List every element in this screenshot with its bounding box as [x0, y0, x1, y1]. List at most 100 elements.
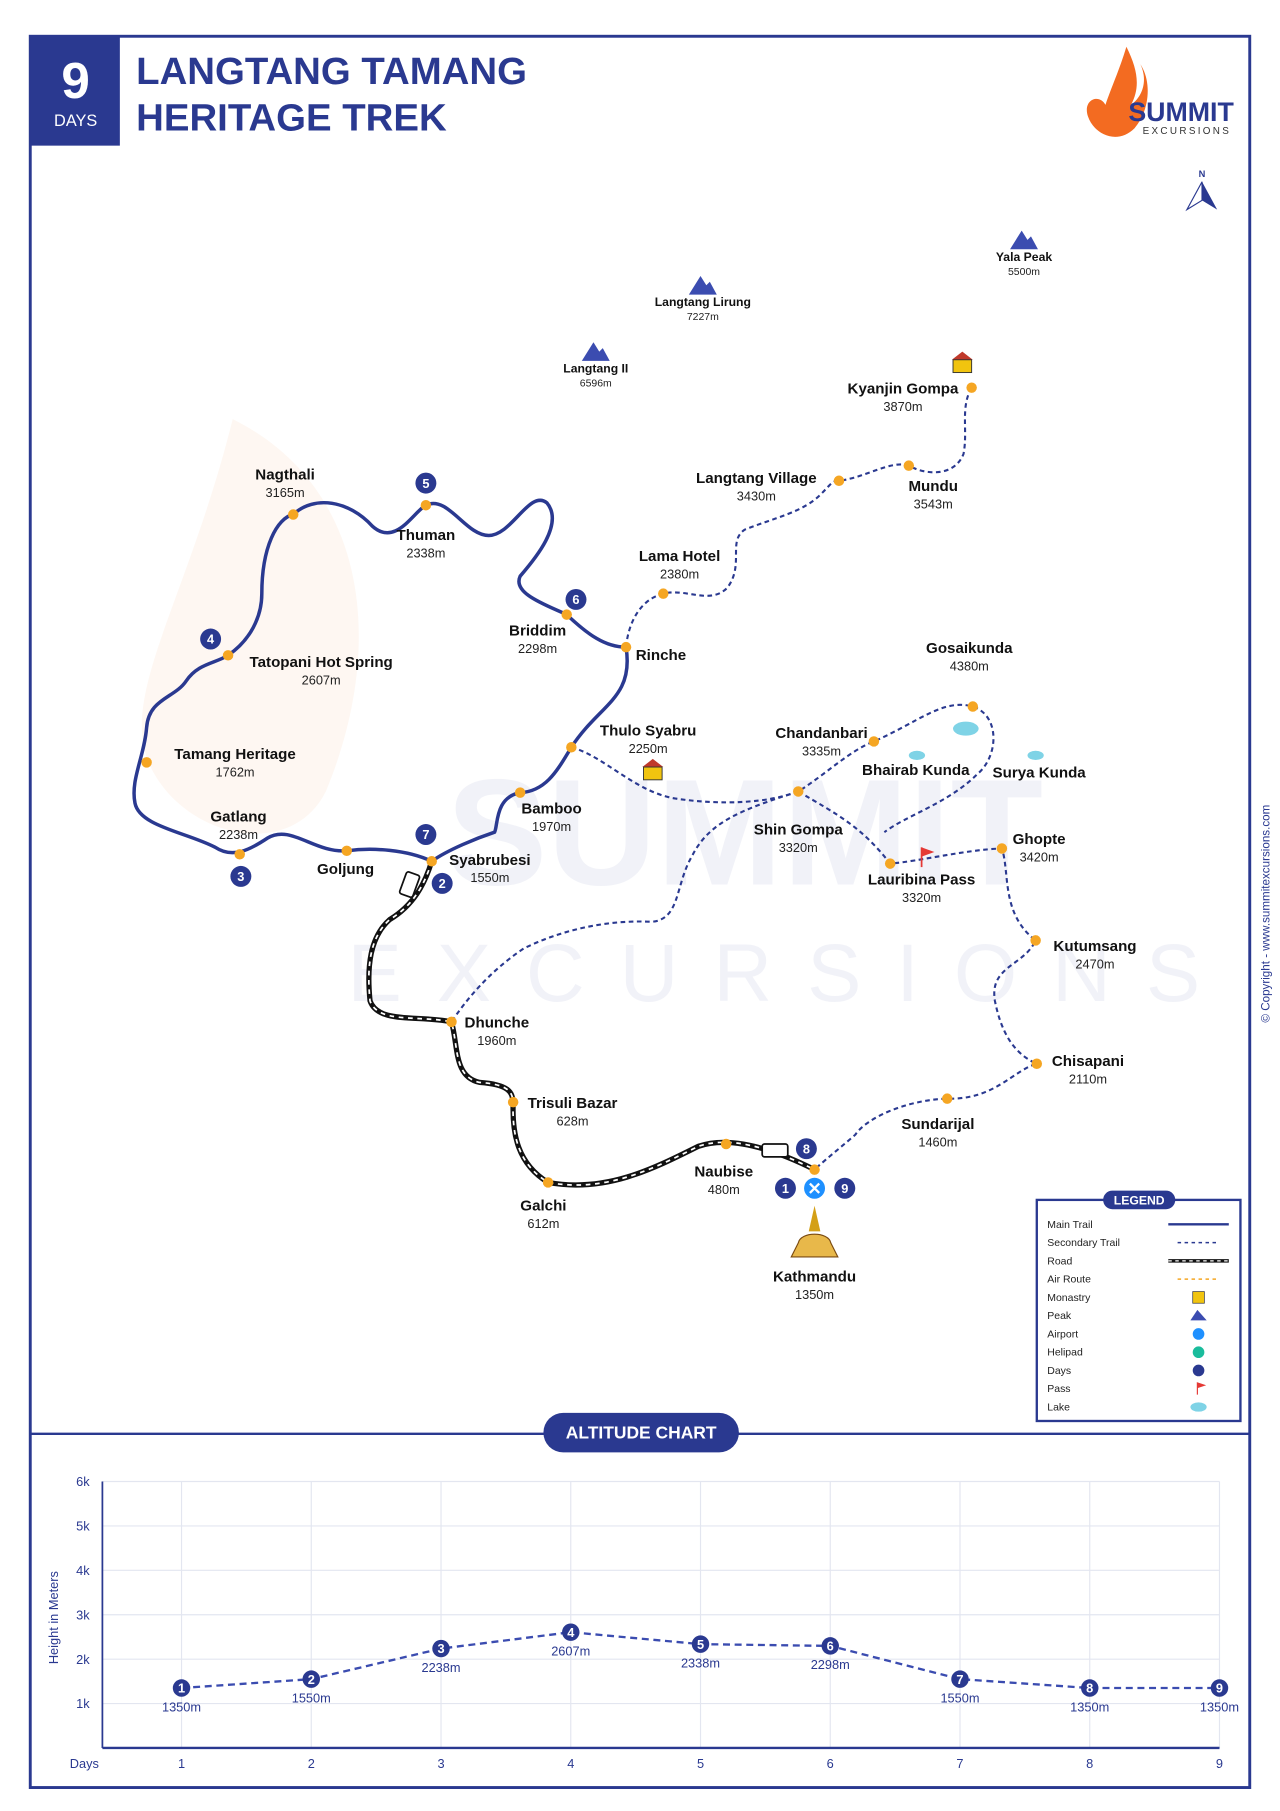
stop-marker[interactable] — [288, 509, 299, 520]
stop-marker[interactable] — [420, 499, 432, 511]
helipad-icon — [1192, 1346, 1205, 1359]
stop-marker[interactable] — [966, 382, 977, 393]
stop-marker[interactable] — [967, 701, 979, 712]
data-point-day: 1 — [178, 1681, 185, 1696]
stop-marker[interactable] — [720, 1138, 732, 1150]
stop-marker[interactable] — [996, 843, 1008, 854]
legend-item-days: Days — [1047, 1364, 1205, 1377]
peak-altitude: 6596m — [580, 379, 612, 390]
altitude-point-day-1: 1 1350m — [162, 1679, 201, 1714]
svg-text:N: N — [1199, 169, 1206, 179]
stop-marker[interactable] — [903, 460, 915, 471]
stop-marker[interactable] — [868, 736, 880, 747]
stop-marker[interactable] — [514, 787, 526, 798]
title-line-2: HERITAGE TREK — [136, 97, 447, 140]
stop-marker[interactable] — [884, 858, 896, 869]
day-circle-icon — [230, 865, 252, 887]
place-name: Ghopte — [1013, 831, 1066, 848]
stop-marker[interactable] — [426, 856, 437, 867]
data-point-day: 2 — [308, 1672, 315, 1687]
data-point-day: 5 — [697, 1637, 704, 1652]
day-number: 7 — [422, 827, 429, 842]
stop-marker[interactable] — [446, 1016, 457, 1028]
peak-name: Yala Peak — [996, 250, 1053, 264]
place-altitude: 1550m — [470, 870, 509, 885]
place-altitude: 2470m — [1075, 956, 1114, 971]
stop-marker[interactable] — [234, 849, 245, 860]
stop-marker[interactable] — [566, 742, 577, 753]
svg-text:EXCURSIONS: EXCURSIONS — [1143, 126, 1232, 137]
stop-marker[interactable] — [341, 845, 352, 857]
stop-marker[interactable] — [793, 786, 804, 797]
stop-marker[interactable] — [507, 1096, 519, 1108]
stop-marker[interactable] — [561, 609, 572, 620]
stop-marker[interactable] — [1030, 935, 1041, 946]
stop-marker[interactable] — [809, 1164, 820, 1175]
day-number: 3 — [237, 869, 244, 884]
watermark: SUMMIT EXCURSIONS — [141, 419, 1200, 1019]
place-surya-kunda[interactable]: Surya Kunda — [993, 765, 1087, 782]
place-bhairab-kunda[interactable]: Bhairab Kunda — [862, 762, 970, 779]
stop-marker[interactable] — [941, 1093, 953, 1104]
stop-marker[interactable] — [542, 1177, 554, 1188]
day-number: 4 — [207, 632, 215, 647]
data-point — [562, 1623, 580, 1641]
monastery-icon — [951, 351, 973, 374]
stop-marker[interactable] — [222, 650, 234, 661]
data-label: 1350m — [162, 1699, 201, 1714]
title-line-1: LANGTANG TAMANG — [136, 50, 527, 93]
place-rinche[interactable]: Rinche — [620, 641, 686, 664]
stop-marker[interactable] — [141, 757, 152, 768]
legend-item-helipad: Helipad — [1047, 1346, 1205, 1359]
x-tick-label: 4 — [567, 1756, 574, 1771]
stop-marker[interactable] — [833, 475, 845, 487]
x-tick-label: 6 — [827, 1756, 834, 1771]
stop-marker[interactable] — [658, 588, 669, 599]
data-point — [1081, 1679, 1099, 1697]
place-name: Lauribina Pass — [868, 872, 976, 889]
place-altitude: 1762m — [216, 764, 255, 779]
place-goljung[interactable]: Goljung — [317, 845, 374, 879]
peak-name: Langtang Lirung — [655, 295, 751, 309]
peak-icon — [1190, 1309, 1207, 1321]
stop-marker[interactable] — [620, 641, 632, 653]
chart-title: ALTITUDE CHART — [566, 1422, 717, 1442]
legend-label: Helipad — [1047, 1348, 1083, 1359]
airport-icon[interactable] — [804, 1177, 826, 1199]
data-label: 2298m — [811, 1657, 850, 1672]
legend-item-pass: Pass — [1047, 1382, 1207, 1395]
stop-marker[interactable] — [1031, 1058, 1043, 1069]
